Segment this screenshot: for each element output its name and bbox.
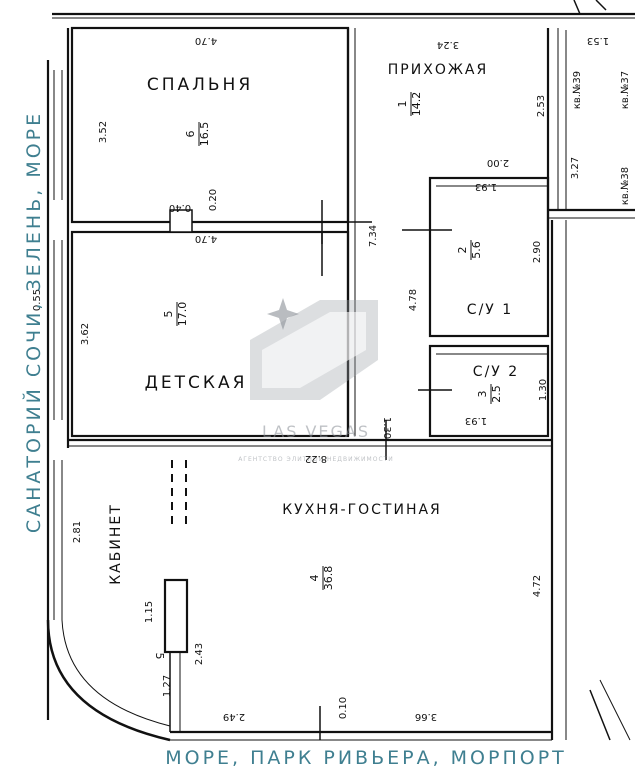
dim-kitchen-side: 4.72: [532, 575, 543, 597]
wall-detail: [595, 0, 607, 11]
room-number: 3: [476, 391, 489, 398]
dim-hall-len: 7.34: [368, 225, 379, 247]
neighbor-apt38: кв.№38: [620, 167, 631, 205]
dim-cab-bottom: 2.49: [223, 711, 245, 722]
dim-cab-col2: 2.43: [194, 643, 205, 665]
door-marks: [310, 200, 452, 740]
area-kitchen: 4 36.8: [308, 566, 335, 591]
dimensions: 4.70 3.24 2.00 1.53 1.93 4.70 1.93 3.66 …: [32, 35, 609, 722]
dim-bath2-bottom: 1.93: [465, 415, 487, 426]
room-area: 16.5: [198, 122, 211, 147]
orientation-label-bottom: МОРЕ, ПАРК РИВЬЕРА, МОРПОРТ: [165, 747, 567, 768]
dim-hall-top: 3.24: [437, 39, 459, 50]
room-area: 36.8: [322, 566, 335, 591]
dim-hall-len2: 4.78: [408, 289, 419, 311]
dim-child-bottom: 1.30: [381, 417, 392, 439]
area-hallway: 1 14.2: [396, 92, 423, 117]
wall-niche: [169, 209, 193, 233]
dim-bedroom-top: 4.70: [195, 35, 217, 46]
orientation-label-left: САНАТОРИЙ СОЧИ, ЗЕЛЕНЬ, МОРЕ: [22, 111, 45, 533]
dim-bath1-top: 1.93: [475, 181, 497, 192]
dim-bath1-side: 2.90: [532, 241, 543, 263]
room-name-hallway: ПРИХОЖАЯ: [388, 62, 488, 78]
room-number: 2: [456, 247, 469, 254]
dim-cab-col3: 1.27: [162, 675, 173, 697]
watermark-subtext: АГЕНТСТВО ЭЛИТНОЙ НЕДВИЖИМОСТИ: [238, 456, 394, 463]
area-childroom: 5 17.0: [162, 302, 189, 327]
room-name-childroom: ДЕТСКАЯ: [145, 373, 248, 393]
dim-bath2-side: 1.30: [538, 379, 549, 401]
area-bath1: 2 5.6: [456, 240, 483, 260]
dim-kitchen-bottom: 3.66: [415, 711, 437, 722]
dim-cab-col1: 1.15: [144, 601, 155, 623]
dim-right-top: 1.53: [587, 35, 609, 46]
dim-cab-side: 2.81: [72, 521, 83, 543]
sliding-door: [171, 460, 187, 530]
cabinet-number: 5: [153, 653, 166, 660]
room-name-cabinet: КАБИНЕТ: [108, 503, 124, 585]
dim-left-edge: 0.55: [32, 289, 43, 311]
dim-child-top: 4.70: [195, 233, 217, 244]
room-number: 1: [396, 101, 409, 108]
walls: [46, 12, 635, 742]
dim-child-side: 3.62: [80, 323, 91, 345]
room-area: 5.6: [470, 241, 483, 259]
dim-hall-side: 2.53: [536, 95, 547, 117]
dim-hall-mid: 2.00: [487, 157, 509, 168]
room-name-kitchen: КУХНЯ-ГОСТИНАЯ: [282, 502, 442, 518]
room-number: 4: [308, 575, 321, 582]
room-area: 14.2: [410, 92, 423, 117]
dim-cab-gap: 0.10: [338, 697, 349, 719]
area-bath2: 3 2.5: [476, 384, 503, 404]
room-name-bath1: С/У 1: [467, 302, 513, 318]
dim-right-side: 3.27: [570, 157, 581, 179]
watermark-logo: LAS VEGAS АГЕНТСТВО ЭЛИТНОЙ НЕДВИЖИМОСТИ: [238, 298, 394, 463]
dim-bedroom-wall: 0.40: [169, 202, 191, 213]
room-area: 2.5: [490, 385, 503, 403]
room-name-bath2: С/У 2: [473, 364, 519, 380]
dim-bedroom-gap: 0.20: [208, 189, 219, 211]
room-area: 17.0: [176, 302, 189, 327]
room-name-bedroom: СПАЛЬНЯ: [147, 75, 253, 95]
room-number: 5: [162, 311, 175, 318]
area-bedroom: 6 16.5: [184, 122, 211, 147]
wall-detail: [573, 0, 581, 15]
neighbor-apt37: кв.№37: [620, 71, 631, 109]
watermark-text: LAS VEGAS: [262, 422, 370, 441]
dim-bedroom-side: 3.52: [98, 121, 109, 143]
dim-kitchen-top: 8.22: [305, 453, 327, 464]
room-number: 6: [184, 131, 197, 138]
neighbor-apt39: кв.№39: [572, 71, 583, 109]
